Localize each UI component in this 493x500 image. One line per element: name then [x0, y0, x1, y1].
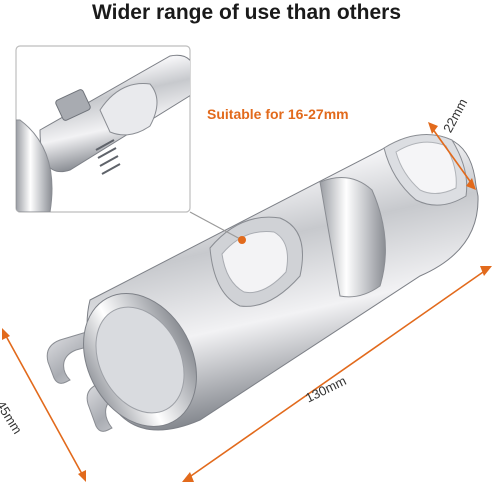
callout-dot [238, 236, 246, 244]
clamp-body [83, 134, 479, 431]
dimension-arrow-22mm [428, 122, 476, 190]
dimension-arrow-45mm [2, 328, 86, 482]
page-title: Wider range of use than others [91, 1, 402, 24]
callout-leader [189, 211, 246, 244]
detail-inset [15, 45, 191, 213]
callout-label: Suitable for 16-27mm [207, 106, 349, 122]
dimension-arrow-130mm [182, 266, 492, 482]
